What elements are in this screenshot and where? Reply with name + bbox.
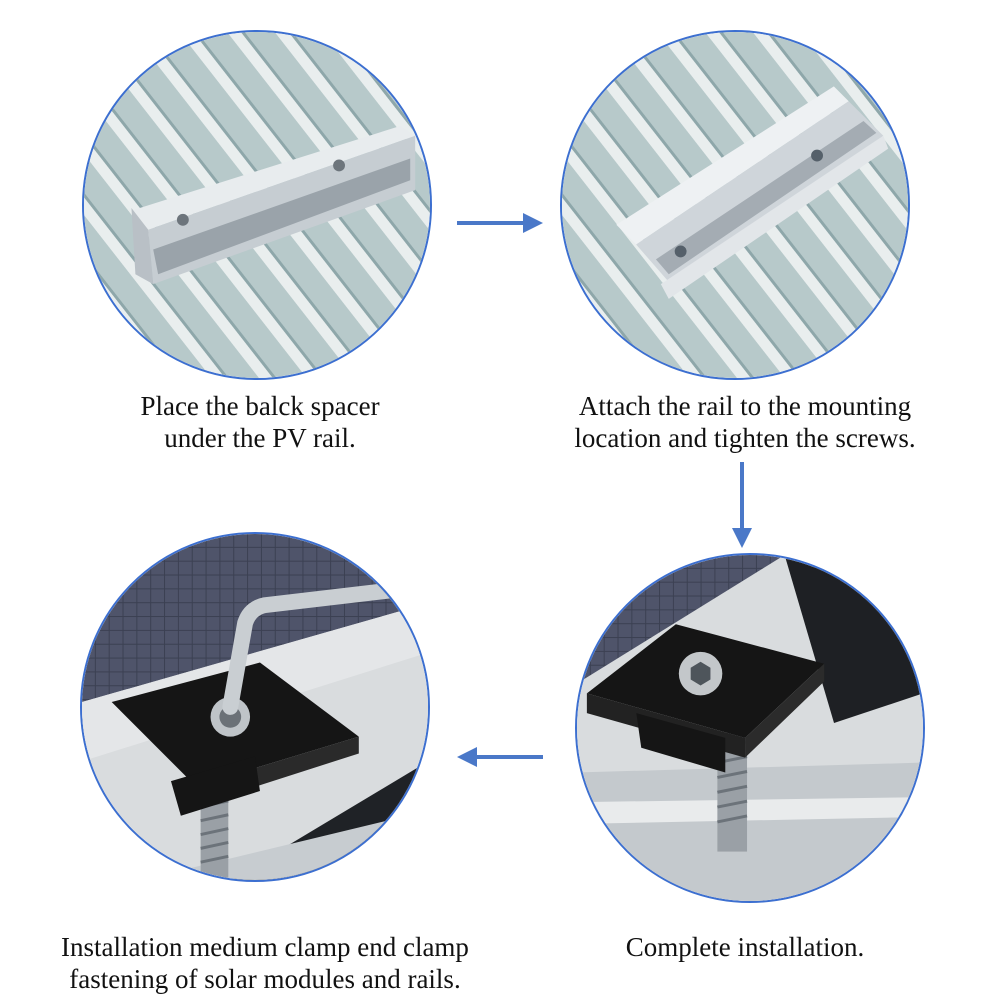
step-1-photo xyxy=(82,30,432,380)
step-4-photo xyxy=(575,553,925,903)
step-1-caption: Place the balck spacer under the PV rail… xyxy=(140,391,380,453)
arrow-left-icon xyxy=(457,747,543,767)
clamp-installed-icon xyxy=(577,555,923,901)
rail-spacer-on-roof-icon xyxy=(84,32,430,378)
step-4-caption: Complete installation. xyxy=(625,932,865,962)
clamp-tightening-with-hex-key-icon xyxy=(82,534,428,880)
step-3-photo xyxy=(80,532,430,882)
step-3-caption: Installation medium clamp end clamp fast… xyxy=(61,932,469,994)
step-2-caption: Attach the rail to the mounting location… xyxy=(574,391,916,453)
arrow-down-icon xyxy=(732,462,752,548)
arrow-right-icon xyxy=(457,213,543,233)
rail-attached-on-roof-icon xyxy=(562,32,908,378)
step-2-photo xyxy=(560,30,910,380)
